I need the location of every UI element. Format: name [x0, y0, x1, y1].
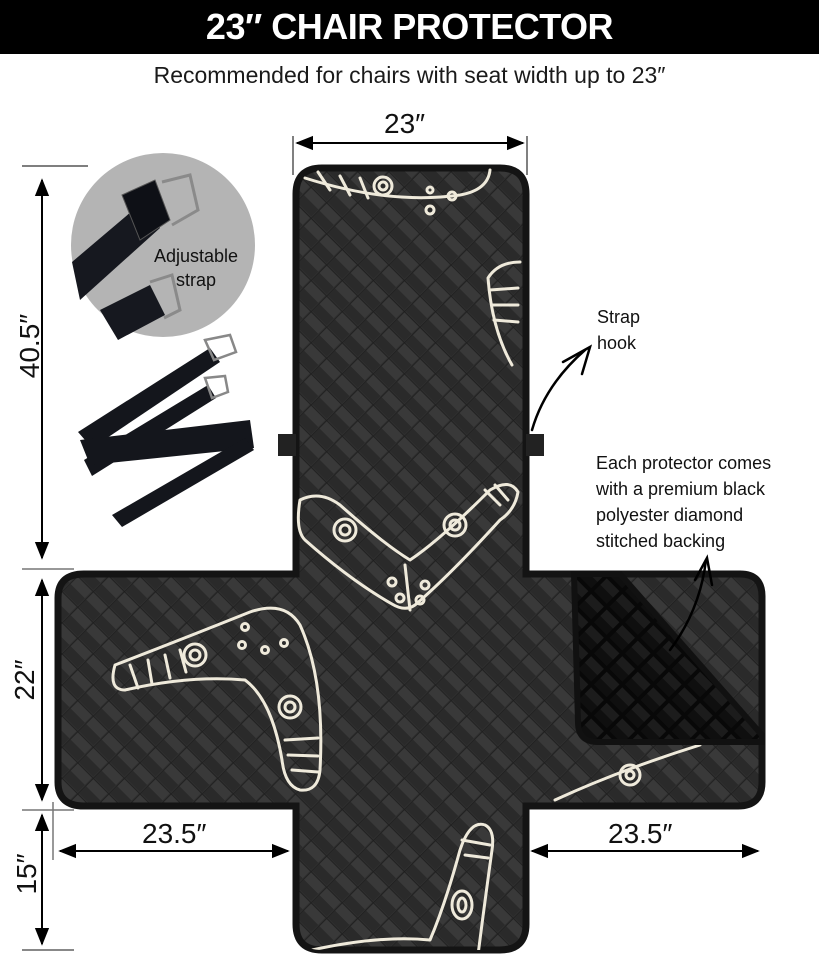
subtitle: Recommended for chairs with seat width u…: [153, 62, 666, 88]
strap-hook-arrow: [530, 348, 587, 432]
dimension-lines: [22, 135, 760, 951]
page-title: 23″ CHAIR PROTECTOR: [205, 6, 614, 47]
backing-arrow: [668, 558, 708, 652]
dimension-right-arm: 23.5″: [608, 818, 673, 849]
callout-arrows: [530, 344, 714, 652]
dimension-left-arm: 23.5″: [142, 818, 207, 849]
backing-description: Each protector comes with a premium blac…: [596, 453, 772, 551]
folded-corner-backing: [570, 571, 765, 745]
dimension-seat-depth: 22″: [9, 659, 40, 701]
adjustable-strap-label: Adjustable strap: [153, 246, 239, 290]
strap-hook-right: [526, 434, 544, 456]
loose-straps: [78, 333, 254, 527]
dimension-top-width: 23″: [384, 108, 426, 139]
strap-hook-left: [278, 434, 296, 456]
dimension-front-flap: 15″: [11, 853, 42, 895]
dimension-back-height: 40.5″: [14, 313, 45, 379]
strap-inset: [71, 153, 255, 340]
boomerang-pattern: [111, 168, 702, 950]
title-bar: 23″ CHAIR PROTECTOR: [0, 0, 819, 54]
chair-cover: [54, 164, 766, 954]
strap-hook-label: Strap hook: [597, 307, 641, 353]
